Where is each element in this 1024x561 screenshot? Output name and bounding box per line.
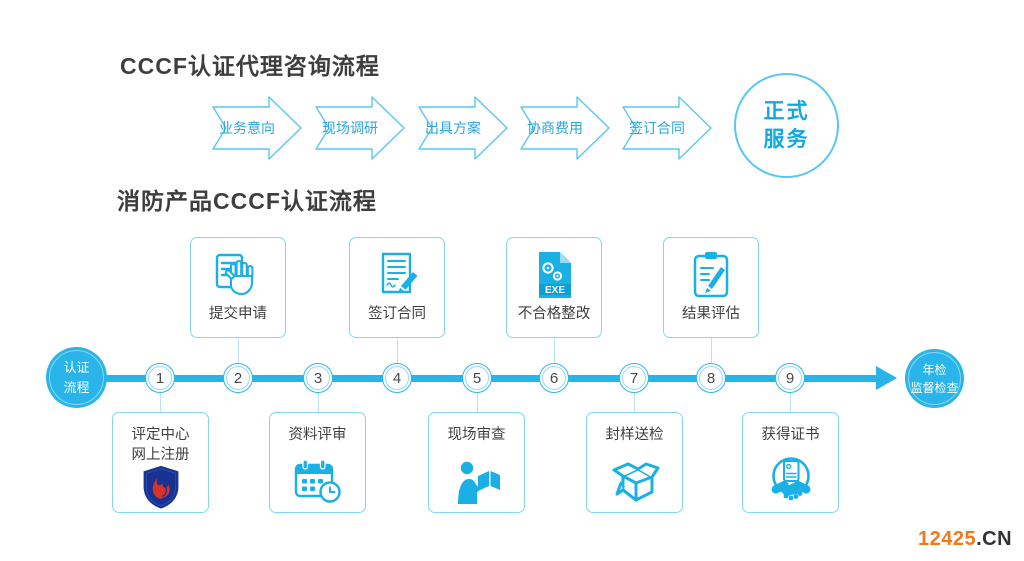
site-logo: 12425.CN: [918, 528, 1012, 551]
contract-pencil-icon: [374, 248, 420, 302]
connector-line: [397, 338, 398, 364]
connector-line: [554, 338, 555, 364]
person-reading-icon: [453, 460, 501, 504]
fire-shield-icon: [140, 465, 182, 509]
consulting-step-label: 出具方案: [425, 120, 481, 136]
node-number: 7: [622, 366, 646, 390]
timeline-node-7: 7: [619, 363, 649, 393]
timeline-node-2: 2: [223, 363, 253, 393]
step-label: 结果评估: [682, 306, 740, 323]
node-number: 5: [465, 366, 489, 390]
timeline-node-3: 3: [303, 363, 333, 393]
step-label: 现场审查: [447, 427, 506, 443]
node-number: 8: [699, 366, 723, 390]
step-card-obtain-certificate: 获得证书: [742, 412, 839, 513]
connector-line: [477, 393, 478, 412]
site-logo-tld: .CN: [976, 528, 1013, 550]
step-label: 签订合同: [368, 306, 426, 323]
submit-application-icon: [214, 248, 262, 302]
connector-line: [160, 393, 161, 412]
node-number: 2: [226, 366, 250, 390]
start-circle-certification-flow: 认证 流程: [46, 347, 107, 408]
consulting-step-label: 协商费用: [527, 120, 583, 136]
connector-line: [238, 338, 239, 364]
chevron-arrow-icon: [315, 96, 405, 160]
node-number: 9: [778, 366, 802, 390]
site-logo-number: 12425: [918, 528, 977, 550]
step-card-rectification: EXE 不合格整改: [506, 237, 602, 338]
step-label: 资料评审: [288, 427, 347, 443]
end-circle-annual-inspection: 年检 监督检查: [905, 349, 964, 408]
timeline-node-5: 5: [462, 363, 492, 393]
consulting-step-5: 签订合同: [622, 96, 712, 160]
step-label: 不合格整改: [517, 306, 591, 323]
consulting-flow-title: CCCF认证代理咨询流程: [120, 53, 380, 79]
consulting-step-label: 业务意向: [219, 120, 275, 136]
consulting-step-4: 协商费用: [520, 96, 610, 160]
consulting-step-label: 签订合同: [629, 120, 685, 136]
chevron-arrow-icon: [212, 96, 302, 160]
node-number: 4: [385, 366, 409, 390]
node-number: 6: [542, 366, 566, 390]
formal-service-circle: 正式 服务: [734, 73, 839, 178]
step-card-online-registration: 评定中心 网上注册: [112, 412, 209, 513]
consulting-step-2: 现场调研: [315, 96, 405, 160]
consulting-step-3: 出具方案: [418, 96, 508, 160]
connector-line: [790, 393, 791, 412]
connector-line: [318, 393, 319, 412]
consulting-step-1: 业务意向: [212, 96, 302, 160]
chevron-arrow-icon: [520, 96, 610, 160]
chevron-arrow-icon: [622, 96, 712, 160]
step-card-submit-application: 提交申请: [190, 237, 286, 338]
step-label: 提交申请: [209, 306, 267, 323]
timeline-node-4: 4: [382, 363, 412, 393]
step-card-document-review: 资料评审: [269, 412, 366, 513]
exe-file-icon: EXE: [533, 248, 575, 302]
step-label: 获得证书: [761, 427, 820, 443]
step-card-sign-contract: 签订合同: [349, 237, 445, 338]
connector-line: [634, 393, 635, 412]
node-number: 3: [306, 366, 330, 390]
timeline-node-6: 6: [539, 363, 569, 393]
timeline-node-8: 8: [696, 363, 726, 393]
timeline-arrowhead-icon: [876, 366, 897, 390]
open-box-icon: [610, 456, 660, 504]
step-card-onsite-audit: 现场审查: [428, 412, 525, 513]
step-card-result-evaluation: 结果评估: [663, 237, 759, 338]
clipboard-check-icon: [690, 248, 732, 302]
step-label: 评定中心 网上注册: [131, 427, 190, 463]
consulting-step-label: 现场调研: [322, 120, 378, 136]
step-label: 封样送检: [605, 427, 664, 443]
certificate-handshake-icon: [766, 454, 816, 504]
connector-line: [711, 338, 712, 364]
timeline-node-9: 9: [775, 363, 805, 393]
exe-label: EXE: [545, 285, 565, 296]
calendar-clock-icon: [294, 458, 342, 504]
chevron-arrow-icon: [418, 96, 508, 160]
step-card-sample-submission: 封样送检: [586, 412, 683, 513]
timeline-node-1: 1: [145, 363, 175, 393]
certification-flow-title: 消防产品CCCF认证流程: [117, 188, 377, 214]
node-number: 1: [148, 366, 172, 390]
